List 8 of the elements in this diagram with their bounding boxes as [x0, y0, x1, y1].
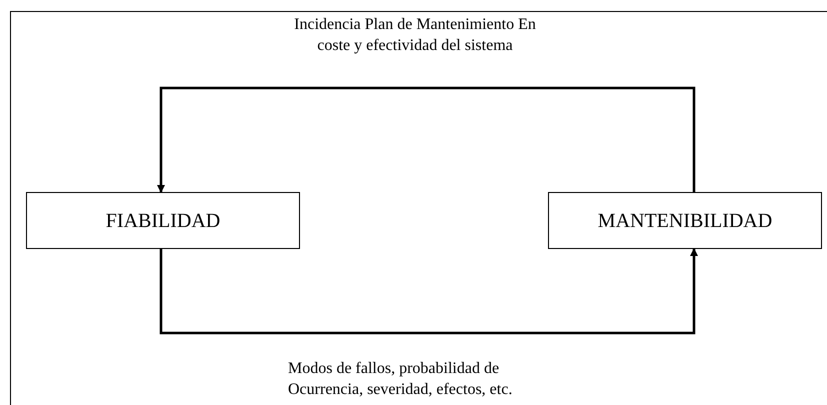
arrow	[160, 248, 698, 334]
edge-label: Incidencia Plan de Mantenimiento En coste y efectividad del sistema	[293, 15, 537, 56]
box-label: FIABILIDAD	[106, 208, 220, 234]
box-label: MANTENIBILIDAD	[598, 208, 772, 234]
process-box	[26, 192, 300, 249]
arrow	[157, 86, 696, 193]
edge-label: Modos de fallos, probabilidad de Ocurrencia, severidad, efectos, etc.	[288, 359, 514, 400]
process-box	[548, 192, 822, 249]
